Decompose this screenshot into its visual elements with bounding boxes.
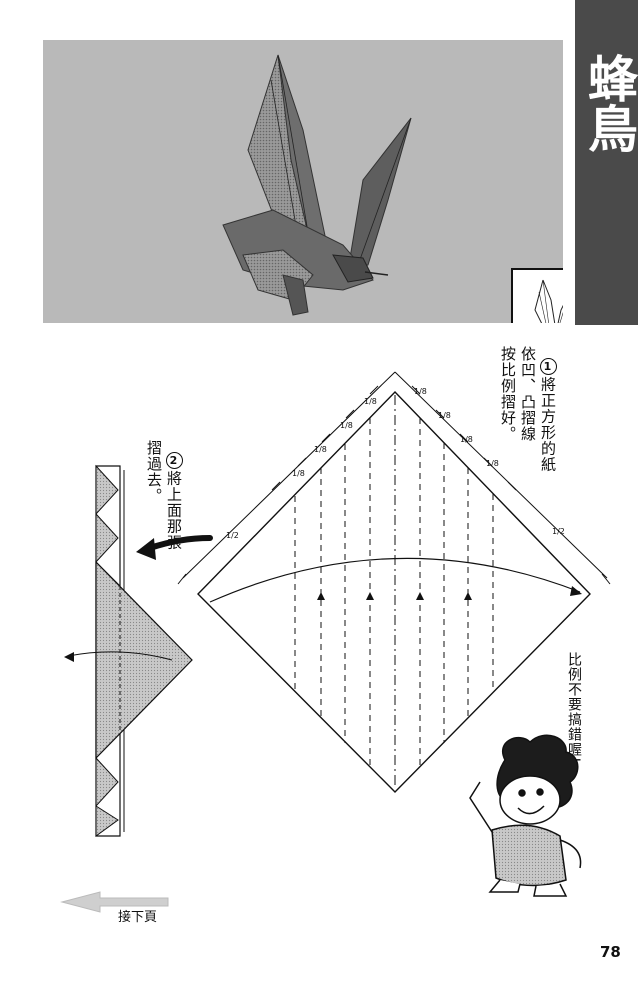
fraction-left-2: 1/8 [314,445,327,454]
square-paper [197,390,591,793]
speech-text: 比例不要搞錯喔! [566,652,582,764]
step2-number: 2 [165,451,183,469]
fraction-right-2: 1/8 [438,411,451,420]
diagram-thumbnail [511,268,563,323]
fraction-right-3: 1/8 [460,435,473,444]
next-page-arrow [60,891,169,913]
step2-text: 將上面那張 摺過去。 [145,440,183,551]
origami-photo [43,40,563,323]
hummingbird-photo-art [222,54,412,316]
fraction-half-right: 1/2 [552,527,565,536]
page-number: 78 [600,943,621,961]
step1-text: 將正方形的紙 依凹、凸摺線 按比例摺好。 [499,346,557,473]
fraction-left-3: 1/8 [340,421,353,430]
chapter-title: 蜂鳥 [580,53,638,153]
chapter-tab: 蜂鳥 [575,0,638,325]
fraction-left-1: 1/8 [292,469,305,478]
step1-number: 1 [539,357,557,375]
fraction-right-1: 1/8 [414,387,427,396]
fraction-labels: 1/8 1/8 1/8 1/8 1/8 1/8 1/8 1/8 1/2 1/2 [226,387,565,540]
fraction-half-left: 1/2 [226,531,239,540]
fraction-left-4: 1/8 [364,397,377,406]
cartoon-character [469,734,582,897]
step2-instruction: 2將上面那張 摺過去。 [144,440,204,551]
dimension-lines [177,371,611,585]
folded-strip [64,464,213,837]
fraction-right-4: 1/8 [486,459,499,468]
next-page-label: 接下頁 [118,910,158,925]
step1-instruction: 1將正方形的紙 依凹、凸摺線 按比例摺好。 [498,346,578,473]
